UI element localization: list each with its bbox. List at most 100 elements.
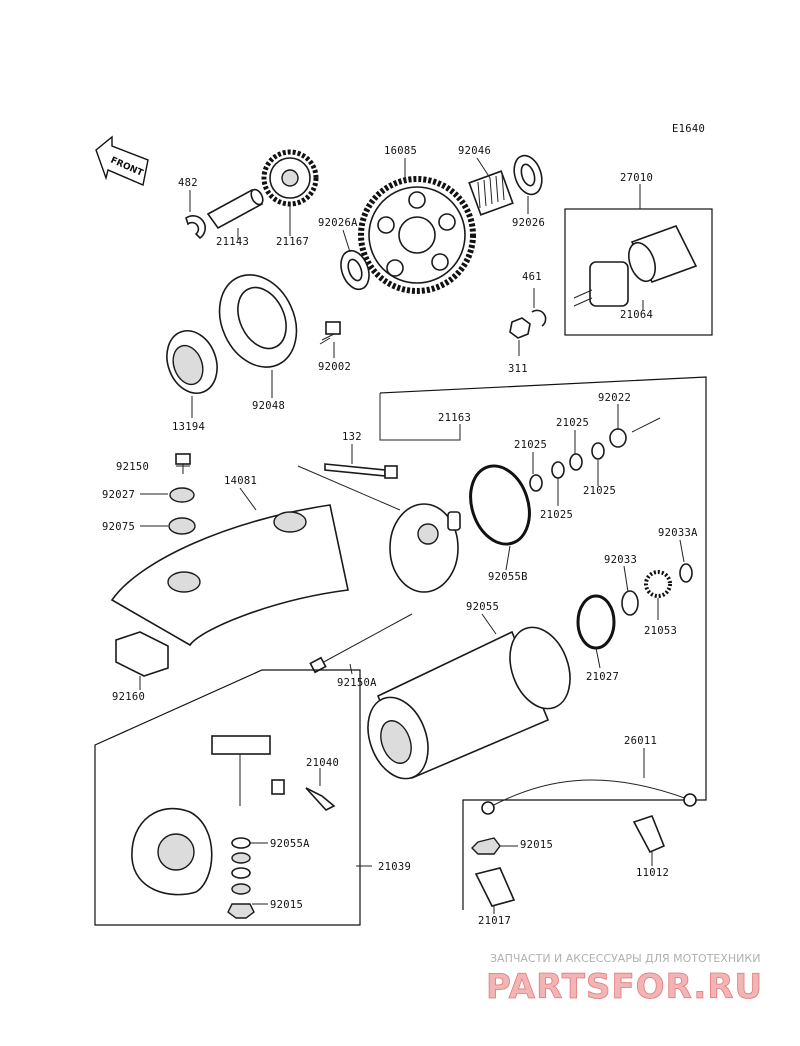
- label-27010: 27010: [620, 172, 653, 184]
- nut-92015-right: [471, 837, 501, 855]
- front-arrow-icon: FRONT: [95, 135, 149, 186]
- label-21167: 21167: [276, 236, 309, 248]
- bolt-92150A: [319, 613, 413, 665]
- motor-body: [367, 626, 571, 780]
- label-92160: 92160: [112, 691, 145, 703]
- lock-washer-461: [531, 309, 547, 327]
- label-21039: 21039: [378, 861, 411, 873]
- washer-21025-d: [591, 442, 605, 460]
- washer-21025-c: [569, 453, 583, 471]
- label-92048: 92048: [252, 400, 285, 412]
- label-21163: 21163: [438, 412, 471, 424]
- bolt-92150: [175, 453, 191, 474]
- bolt-92002: [319, 321, 341, 345]
- o-ring-92055B: [469, 464, 531, 546]
- bearing-13194: [166, 330, 218, 394]
- nut-92015-left: [227, 903, 255, 919]
- label-21025-c: 21025: [583, 485, 616, 497]
- label-21064: 21064: [620, 309, 653, 321]
- o-ring-21027: [576, 594, 616, 650]
- watermark-caption: ЗАПЧАСТИ И АКСЕССУАРЫ ДЛЯ МОТОТЕХНИКИ: [490, 952, 760, 965]
- label-92055: 92055: [466, 601, 499, 613]
- washer-92033: [621, 590, 639, 616]
- label-92015-right: 92015: [520, 839, 553, 851]
- assembly-box-27010: [564, 208, 713, 336]
- label-26011: 26011: [624, 735, 657, 747]
- end-cover: [389, 503, 461, 593]
- label-21025-b: 21025: [514, 439, 547, 451]
- label-92022: 92022: [598, 392, 631, 404]
- circlip-482: [185, 215, 206, 240]
- washer-stack-4: [231, 883, 251, 895]
- label-92027: 92027: [102, 489, 135, 501]
- assembly-box-21039: [94, 669, 361, 926]
- label-92033A: 92033A: [658, 527, 698, 539]
- leader-arrow: [631, 417, 661, 433]
- label-92015-left: 92015: [270, 899, 303, 911]
- assembly-frame-21163: [379, 376, 707, 910]
- label-21027: 21027: [586, 671, 619, 683]
- gear-21053: [644, 570, 672, 598]
- washer-stack-1: [231, 837, 251, 849]
- solenoid-switch: [573, 261, 629, 307]
- label-92033: 92033: [604, 554, 637, 566]
- label-16085: 16085: [384, 145, 417, 157]
- collar-92027: [169, 487, 195, 503]
- washer-92022: [609, 428, 627, 448]
- label-92150: 92150: [116, 461, 149, 473]
- label-21025-a: 21025: [556, 417, 589, 429]
- terminal-21017: [474, 867, 516, 907]
- diagram-code: E1640: [672, 123, 705, 135]
- shaft-21143: [206, 188, 264, 230]
- cable-26011: [481, 779, 697, 815]
- label-14081: 14081: [224, 475, 257, 487]
- cover-14081: [110, 504, 349, 647]
- label-21040: 21040: [306, 757, 339, 769]
- pad-92160: [115, 631, 169, 677]
- cap-11012: [632, 815, 666, 854]
- gear-16085: [358, 176, 476, 294]
- label-92026A: 92026A: [318, 217, 358, 229]
- nut-311: [509, 317, 531, 339]
- gear-21167: [261, 149, 319, 207]
- label-92002: 92002: [318, 361, 351, 373]
- washer-21025-a: [529, 474, 543, 492]
- brush-21040: [211, 735, 285, 806]
- cover-grommet-upper: [273, 511, 307, 533]
- bolt-132-head: [384, 465, 398, 479]
- label-92055A: 92055A: [270, 838, 310, 850]
- label-21143: 21143: [216, 236, 249, 248]
- label-11012: 11012: [636, 867, 669, 879]
- clip-92033A: [679, 563, 693, 583]
- leader-lines: [139, 157, 685, 914]
- label-92026: 92026: [512, 217, 545, 229]
- cover-21064: [628, 225, 698, 283]
- label-21053: 21053: [644, 625, 677, 637]
- label-92075: 92075: [102, 521, 135, 533]
- label-13194: 13194: [172, 421, 205, 433]
- damper-92075: [168, 517, 196, 535]
- needle-bearing-92046: [468, 170, 514, 216]
- ring-92048: [218, 274, 298, 368]
- watermark-brand: PARTSFOR.RU: [486, 967, 763, 1007]
- washer-21025-b: [551, 461, 565, 479]
- label-92055B: 92055B: [488, 571, 528, 583]
- washer-92026A: [340, 249, 370, 291]
- spring-21040: [305, 787, 336, 811]
- label-92046: 92046: [458, 145, 491, 157]
- washer-92026: [513, 154, 543, 196]
- label-311: 311: [508, 363, 528, 375]
- label-482: 482: [178, 177, 198, 189]
- label-461: 461: [522, 271, 542, 283]
- label-21017: 21017: [478, 915, 511, 927]
- cover-grommet-lower: [167, 571, 201, 593]
- washer-stack-2: [231, 852, 251, 864]
- bolt-132: [324, 463, 386, 477]
- brush-holder-plate: [131, 807, 213, 896]
- washer-stack-3: [231, 867, 251, 879]
- label-132: 132: [342, 431, 362, 443]
- label-92150A: 92150A: [337, 677, 377, 689]
- label-21025-d: 21025: [540, 509, 573, 521]
